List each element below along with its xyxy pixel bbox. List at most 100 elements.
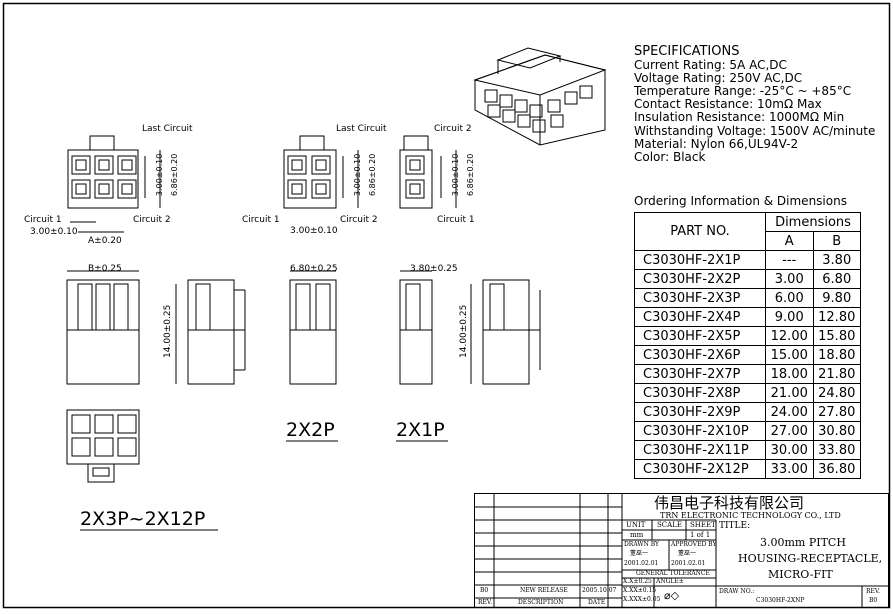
spec-line: Insulation Resistance: 1000MΩ Min [634, 110, 845, 124]
rev-label: REV. [866, 588, 881, 595]
dim-a-cell: 33.00 [765, 459, 814, 479]
pitch-dim-2x2: 3.00±0.10 [290, 226, 338, 236]
spec-line: Material: Nylon 66,UL94V-2 [634, 137, 799, 151]
circuit-2-label-2x2: Circuit 2 [340, 215, 378, 225]
dim-a-cell: 21.00 [765, 383, 814, 403]
col-part-no: PART NO. [634, 212, 766, 251]
dim-a-cell: 9.00 [765, 307, 814, 327]
header-description: DESCRIPTION [518, 599, 564, 606]
height-3-dim: 3.00±0.10 [155, 153, 164, 196]
part-no-cell: C3030HF-2X1P [634, 250, 766, 270]
col-b: B [812, 231, 861, 251]
dim-b-cell: 12.80 [812, 307, 861, 327]
height-3-dim-2x2: 3.00±0.10 [353, 153, 362, 196]
dim-a-cell: 3.00 [765, 269, 814, 289]
ordering-row: C3030HF-2X1P---3.80 [634, 250, 861, 270]
part-no-cell: C3030HF-2X8P [634, 383, 766, 403]
dim-a-cell: 27.00 [765, 421, 814, 441]
title-label: TITLE: [719, 521, 751, 531]
tolerance-2: X.XX±0.15 [623, 587, 657, 594]
title-line-3: MICRO-FIT [768, 568, 833, 581]
drawn-name: 董巫一 [630, 550, 649, 557]
circuit-1-label: Circuit 1 [24, 215, 62, 225]
revision-row-rev: B0 [480, 587, 489, 594]
spec-line: Current Rating: 5A AC,DC [634, 58, 787, 72]
b-dim: B±0.25 [88, 264, 122, 274]
unit-label: UNIT [626, 521, 646, 529]
company-name-en: TRN ELECTRONIC TECHNOLOGY CO., LTD [660, 511, 841, 520]
header-date: DATE [588, 599, 606, 606]
length-14-dim-2x1: 14.00±0.25 [459, 304, 469, 358]
dim-a-cell: 12.00 [765, 326, 814, 346]
ordering-title: Ordering Information & Dimensions [634, 194, 847, 208]
specs-heading: SPECIFICATIONS [634, 44, 740, 59]
part-no-cell: C3030HF-2X12P [634, 459, 766, 479]
last-circuit-label-2x2: Last Circuit [336, 124, 387, 134]
bottom-view [66, 409, 140, 483]
title-line-2: HOUSING-RECEPTACLE, [738, 552, 883, 565]
length-14-dim: 14.00±0.25 [163, 304, 173, 358]
sheet-value: 1 of 1 [690, 531, 711, 539]
label-2x3p-2x12p: 2X3P~2X12P [80, 508, 206, 530]
circuit-1-label-2x2: Circuit 1 [242, 215, 280, 225]
dim-b-cell: 15.80 [812, 326, 861, 346]
approved-name: 董巫一 [678, 550, 697, 557]
ordering-table: PART NO. Dimensions A B C3030HF-2X1P---3… [634, 212, 861, 479]
circuit-1-label-2x1: Circuit 1 [437, 215, 475, 225]
dim-b-cell: 21.80 [812, 364, 861, 384]
housing-isometric-icon [473, 47, 607, 146]
general-tolerance-label: GENERAL TOLERANCE [636, 570, 710, 577]
dim-b-cell: 3.80 [812, 250, 861, 270]
dim-a-cell: 18.00 [765, 364, 814, 384]
part-no-cell: C3030HF-2X9P [634, 402, 766, 422]
dim-a-cell: 15.00 [765, 345, 814, 365]
front-view-2x3p [67, 135, 161, 233]
spec-line: Color: Black [634, 150, 706, 164]
part-no-cell: C3030HF-2X4P [634, 307, 766, 327]
col-dimensions: Dimensions [765, 212, 861, 232]
part-no-cell: C3030HF-2X2P [634, 269, 766, 289]
last-circuit-label: Last Circuit [142, 124, 193, 134]
front-view-2x1p [399, 135, 457, 209]
front-view-2x2p [283, 135, 359, 209]
title-line-1: 3.00mm PITCH [760, 536, 846, 549]
spec-line: Voltage Rating: 250V AC,DC [634, 71, 803, 85]
dim-b-cell: 9.80 [812, 288, 861, 308]
height-686-dim-2x1: 6.86±0.20 [466, 153, 475, 196]
approved-date: 2001.02.01 [671, 560, 706, 567]
draw-no-label: DRAW NO.: [719, 588, 755, 595]
dim-b-cell: 36.80 [812, 459, 861, 479]
rev-value: B0 [869, 597, 878, 604]
draw-no: C3030HF-2XNP [756, 597, 805, 604]
part-no-cell: C3030HF-2X5P [634, 326, 766, 346]
pitch-dim: 3.00±0.10 [30, 227, 78, 237]
company-name-cn: 伟昌电子科技有限公司 [654, 494, 805, 512]
dim-b-cell: 18.80 [812, 345, 861, 365]
dim-a-cell: 24.00 [765, 402, 814, 422]
col-a: A [765, 231, 814, 251]
width-680-dim: 6.80±0.25 [290, 264, 338, 274]
angle-label: ANGLE± [656, 578, 684, 585]
drawn-date: 2001.02.01 [624, 560, 659, 567]
spec-line: Temperature Range: -25°C ~ +85°C [634, 84, 852, 98]
revision-row-desc: NEW RELEASE [520, 587, 568, 594]
revision-row-date: 2005.10.07 [582, 587, 617, 594]
a-dim: A±0.20 [88, 236, 122, 246]
dim-b-cell: 30.80 [812, 421, 861, 441]
spec-line: Contact Resistance: 10mΩ Max [634, 97, 822, 111]
label-2x1p: 2X1P [396, 419, 445, 441]
approved-by-label: APPROVED BY [671, 541, 717, 548]
dim-b-cell: 33.80 [812, 440, 861, 460]
spec-line: Withstanding Voltage: 1500V AC/minute [634, 124, 876, 138]
part-no-cell: C3030HF-2X3P [634, 288, 766, 308]
unit-value: mm [630, 531, 644, 539]
